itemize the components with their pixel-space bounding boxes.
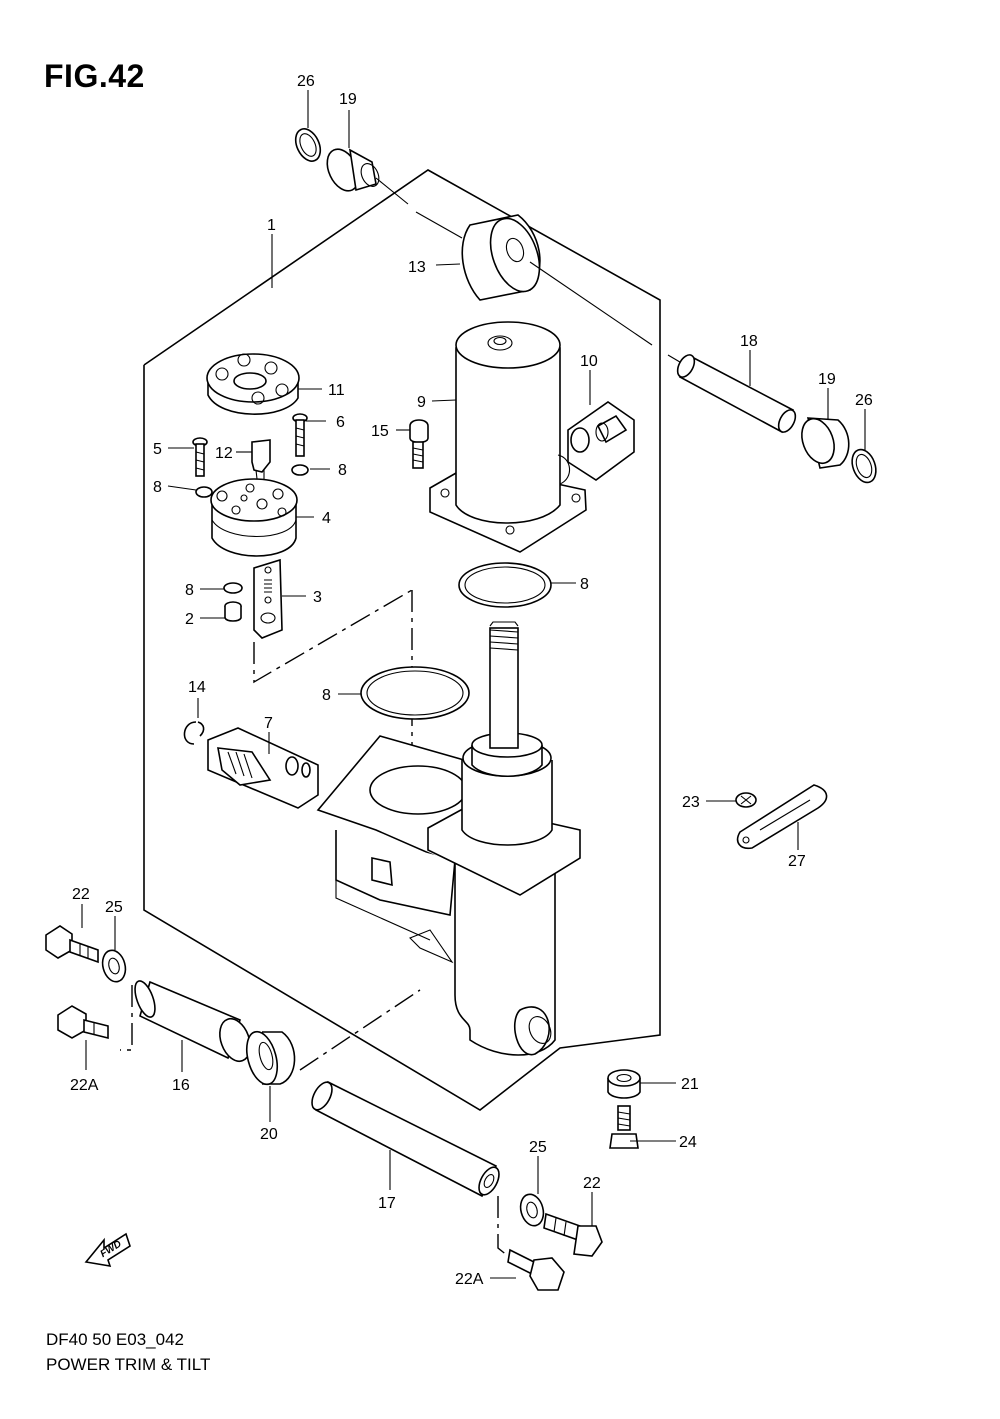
callout-14: 14	[188, 679, 206, 696]
o-ring-8-under-motor[interactable]	[458, 562, 552, 608]
callout-8-large: 8	[322, 687, 331, 704]
circlip-26-top[interactable]	[291, 125, 325, 165]
callout-5: 5	[153, 441, 162, 458]
callout-11: 11	[328, 382, 345, 399]
callout-22A-right: 22A	[455, 1271, 484, 1288]
callout-21: 21	[681, 1076, 699, 1093]
alignment-line-pin	[299, 989, 421, 1071]
pin-17[interactable]	[308, 1079, 503, 1198]
bolt-24[interactable]	[609, 1105, 639, 1149]
valve-block-3[interactable]	[253, 558, 283, 639]
callout-19-right: 19	[818, 371, 836, 388]
callout-17: 17	[378, 1195, 396, 1212]
callout-4: 4	[322, 510, 331, 527]
alignment-line-left	[253, 589, 413, 684]
washer-25-right[interactable]	[517, 1192, 547, 1229]
callout-18: 18	[740, 333, 758, 350]
bolt-22A-right[interactable]	[507, 1248, 565, 1291]
callout-8-motor: 8	[580, 576, 589, 593]
callout-26-top: 26	[297, 73, 315, 90]
callout-10: 10	[580, 353, 598, 370]
bolt-6[interactable]	[292, 413, 308, 457]
bolt-22-left[interactable]	[45, 925, 99, 964]
callout-2: 2	[185, 611, 194, 628]
callout-27: 27	[788, 853, 806, 870]
callout-6: 6	[336, 414, 345, 431]
callout-3: 3	[313, 589, 322, 606]
callout-24: 24	[679, 1134, 697, 1151]
circlip-14[interactable]	[183, 721, 205, 745]
reservoir-11[interactable]	[206, 353, 300, 415]
callout-22-left: 22	[72, 886, 90, 903]
callout-26-right: 26	[855, 392, 873, 409]
spacer-21[interactable]	[607, 1069, 641, 1099]
callout-19-top: 19	[339, 91, 357, 108]
callout-22-right: 22	[583, 1175, 601, 1192]
bolt-22-right[interactable]	[543, 1212, 603, 1257]
callout-15: 15	[371, 423, 389, 440]
diagram-name: POWER TRIM & TILT	[46, 1355, 211, 1374]
bushing-20[interactable]	[241, 1028, 296, 1087]
motor-9[interactable]	[429, 321, 587, 553]
fwd-arrow-icon: FWD	[84, 1232, 131, 1268]
valve-2[interactable]	[224, 601, 242, 622]
screw-23[interactable]	[735, 792, 757, 808]
washer-25-left[interactable]	[99, 948, 129, 985]
callout-9: 9	[417, 394, 426, 411]
alignment-line-22	[120, 985, 133, 1051]
callout-25-left: 25	[105, 899, 123, 916]
o-ring-8-upper-left[interactable]	[223, 582, 243, 594]
figure-title: FIG.42	[44, 58, 145, 94]
pump-4[interactable]	[210, 478, 298, 557]
circlip-26-right[interactable]	[848, 446, 880, 485]
alignment-line-22-right	[497, 1196, 509, 1257]
callout-7: 7	[264, 715, 273, 732]
callout-8-valve: 8	[185, 582, 194, 599]
callout-1: 1	[267, 217, 276, 234]
callout-8-left: 8	[153, 479, 162, 496]
callout-16: 16	[172, 1077, 190, 1094]
bolt-22A-left[interactable]	[57, 1005, 109, 1040]
callout-25-right: 25	[529, 1139, 547, 1156]
strap-27[interactable]	[736, 784, 828, 850]
bushing-19-right[interactable]	[796, 414, 850, 469]
leader-lines	[81, 90, 866, 1279]
o-ring-8-large[interactable]	[360, 666, 470, 720]
callout-8-right: 8	[338, 462, 347, 479]
plug-10[interactable]	[567, 401, 635, 481]
sleeve-16[interactable]	[131, 978, 256, 1065]
callout-22A-left: 22A	[70, 1077, 99, 1094]
diagram-code: DF40 50 E03_042	[46, 1330, 184, 1349]
assembly-outline	[143, 169, 661, 1111]
callout-20: 20	[260, 1126, 278, 1143]
bushing-13[interactable]	[461, 212, 548, 301]
bushing-19-top[interactable]	[321, 144, 382, 196]
callout-23: 23	[682, 794, 700, 811]
o-ring-8-left-small[interactable]	[195, 486, 213, 498]
tilt-cylinder[interactable]	[316, 621, 581, 1056]
pin-18[interactable]	[674, 352, 799, 435]
bolt-5[interactable]	[192, 437, 208, 477]
callout-13: 13	[408, 259, 426, 276]
callout-12: 12	[215, 445, 233, 462]
bolt-15[interactable]	[409, 419, 429, 469]
o-ring-8-right-small[interactable]	[291, 464, 309, 476]
manual-valve-7[interactable]	[207, 727, 319, 809]
